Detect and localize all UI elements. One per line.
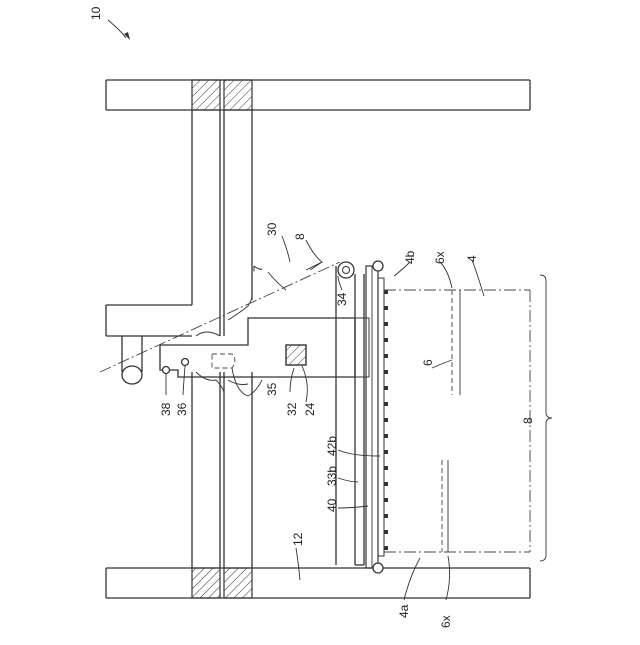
tooth — [384, 402, 388, 406]
left-round-bar — [122, 336, 142, 384]
top-hatch-left — [192, 80, 220, 110]
left-frame-member — [106, 305, 192, 336]
bottom-rail — [106, 568, 530, 598]
arm-bracket — [160, 318, 369, 377]
tooth — [384, 514, 388, 518]
rail-top-cap — [373, 261, 383, 271]
label-36: 36 — [175, 402, 189, 416]
object-4-outline — [384, 290, 530, 552]
arrow-8 — [310, 262, 322, 270]
tooth — [384, 354, 388, 358]
tooth — [384, 338, 388, 342]
vertical-columns-upper — [192, 110, 252, 336]
tooth — [384, 306, 388, 310]
tooth — [384, 546, 388, 550]
label-38: 38 — [159, 402, 173, 416]
roller-34 — [338, 262, 354, 278]
label-6: 6 — [421, 359, 435, 366]
brace-8 — [540, 275, 552, 561]
label-34: 34 — [335, 292, 349, 306]
teeth-42b — [384, 290, 388, 550]
top-rail — [106, 80, 530, 110]
tooth — [384, 418, 388, 422]
rail-bottom-cap — [373, 563, 383, 573]
label-10: 10 — [89, 6, 103, 20]
tooth — [384, 322, 388, 326]
label-35: 35 — [265, 382, 279, 396]
label-7: 7 — [251, 265, 265, 272]
vertical-columns-lower — [192, 372, 252, 568]
label-33b: 33b — [325, 466, 339, 486]
labels: 10 30 8 7 4b 6x 4 34 6 8 38 36 35 32 24 … — [89, 6, 535, 628]
tooth — [384, 386, 388, 390]
tooth — [384, 434, 388, 438]
label-30: 30 — [265, 222, 279, 236]
label-42b: 42b — [325, 436, 339, 456]
label-12: 12 — [291, 532, 305, 546]
conveyor-rail — [355, 266, 384, 568]
label-8-top: 8 — [293, 233, 307, 240]
label-24: 24 — [303, 402, 317, 416]
tooth — [384, 530, 388, 534]
pin-38 — [163, 367, 170, 374]
pin-36 — [182, 359, 189, 366]
square-24 — [286, 345, 306, 365]
tooth — [384, 498, 388, 502]
tooth — [384, 290, 388, 294]
tooth — [384, 450, 388, 454]
hidden-part-35 — [212, 354, 235, 368]
label-4: 4 — [465, 255, 479, 262]
label-40: 40 — [325, 498, 339, 512]
label-32: 32 — [285, 402, 299, 416]
leaders — [108, 20, 484, 600]
label-4a: 4a — [397, 604, 411, 618]
bottom-hatch-left — [192, 568, 220, 598]
tooth — [384, 466, 388, 470]
element-6 — [442, 290, 460, 552]
tooth — [384, 482, 388, 486]
label-6x-bottom: 6x — [439, 615, 453, 628]
label-6x-top: 6x — [433, 251, 447, 264]
bottom-hatch-right — [224, 568, 252, 598]
top-hatch-right — [224, 80, 252, 110]
tooth — [384, 370, 388, 374]
label-4b: 4b — [403, 250, 417, 264]
label-8-right: 8 — [521, 417, 535, 424]
